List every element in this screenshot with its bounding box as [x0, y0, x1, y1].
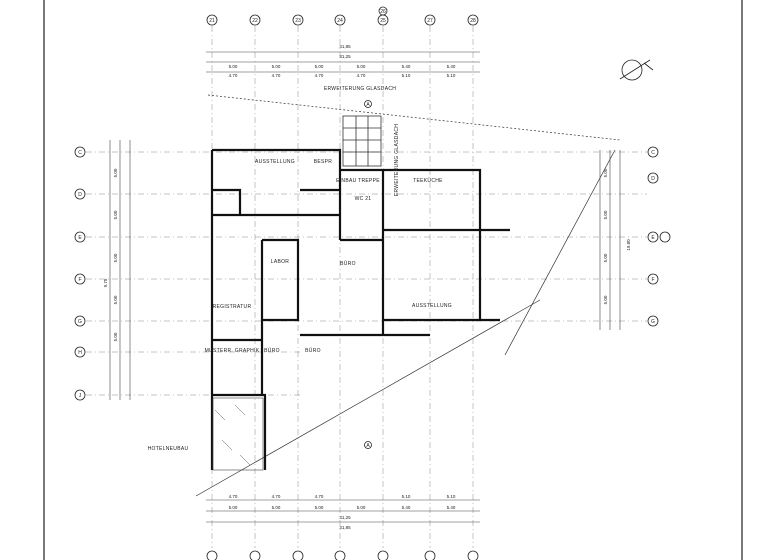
svg-text:5.00: 5.00: [113, 253, 118, 262]
svg-text:9.75: 9.75: [103, 278, 108, 287]
svg-text:19.80: 19.80: [626, 239, 631, 251]
svg-text:5.00: 5.00: [603, 210, 608, 219]
svg-text:5.40: 5.40: [402, 505, 411, 510]
label-ausstellung-top: AUSSTELLUNG: [255, 159, 295, 165]
svg-text:4.70: 4.70: [315, 73, 324, 78]
svg-text:31,25: 31,25: [339, 515, 351, 520]
svg-text:5.00: 5.00: [229, 505, 238, 510]
label-erweiterung-glasdach: ERWEITERUNG GLASDACH: [324, 86, 396, 92]
svg-text:4.70: 4.70: [229, 73, 238, 78]
svg-text:31,25: 31,25: [339, 54, 351, 59]
right-dimensions: 5.00 5.00 5.00 5.00 19.80: [599, 150, 631, 330]
north-arrow-icon: [619, 59, 654, 81]
axis-marker-24: 24: [334, 14, 346, 26]
axis-marker-26: 26: [378, 6, 388, 16]
label-hotelneubau: HOTELNEUBAU: [148, 446, 189, 452]
top-axis-markers: 21 22 23 24 25 26 27 28: [206, 6, 479, 26]
svg-text:D: D: [78, 192, 82, 198]
svg-text:C: C: [651, 150, 655, 156]
axis-marker-23: 23: [292, 14, 304, 26]
hatched-area: [212, 397, 264, 471]
axis-marker-21: 21: [206, 14, 218, 26]
svg-text:28: 28: [470, 18, 476, 24]
label-buero-a: BÜRO: [264, 347, 280, 354]
svg-text:5.00: 5.00: [113, 295, 118, 304]
structural-grid: [86, 26, 647, 548]
svg-text:21: 21: [209, 18, 215, 24]
svg-text:5.00: 5.00: [113, 332, 118, 341]
label-teekueche: TEEKÜCHE: [413, 177, 443, 184]
svg-text:E: E: [651, 235, 655, 241]
svg-text:G: G: [651, 319, 655, 325]
svg-text:5.10: 5.10: [402, 73, 411, 78]
svg-text:26: 26: [380, 9, 386, 15]
section-markers: A A: [364, 100, 372, 449]
svg-text:5.10: 5.10: [447, 494, 456, 499]
axis-marker-25: 25: [377, 14, 389, 26]
axis-marker-28: 28: [467, 14, 479, 26]
building-walls: [210, 115, 510, 470]
label-umbau-treppe: EINBAU TREPPE: [336, 178, 380, 184]
svg-text:H: H: [78, 350, 82, 356]
svg-text:4.70: 4.70: [272, 73, 281, 78]
svg-text:5.00: 5.00: [357, 64, 366, 69]
svg-text:31,85: 31,85: [339, 525, 351, 530]
left-axis-markers: C D E F G H J: [74, 146, 86, 401]
left-dimensions: 5.00 5.00 5.00 5.00 5.00 9.75: [103, 140, 131, 400]
label-ausstellung-main: AUSSTELLUNG: [412, 303, 452, 309]
bottom-dimensions: 4.70 4.70 4.70 5.10 5.10 5.00 5.00 5.00 …: [206, 494, 480, 530]
svg-text:5.00: 5.00: [315, 64, 324, 69]
svg-text:4.70: 4.70: [272, 494, 281, 499]
svg-text:5.10: 5.10: [402, 494, 411, 499]
right-axis-markers: C D E F G: [647, 146, 671, 327]
label-buero-b: BÜRO: [305, 347, 321, 354]
svg-text:25: 25: [380, 18, 386, 24]
svg-text:5.00: 5.00: [272, 505, 281, 510]
svg-text:5.00: 5.00: [315, 505, 324, 510]
label-erweiterung-glasdach-2: ERWEITERUNG GLASDACH: [394, 124, 400, 196]
svg-text:A: A: [366, 102, 370, 108]
svg-text:C: C: [78, 150, 82, 156]
svg-text:4.70: 4.70: [315, 494, 324, 499]
svg-text:5.00: 5.00: [113, 168, 118, 177]
svg-text:5.00: 5.00: [603, 295, 608, 304]
svg-text:5.00: 5.00: [357, 505, 366, 510]
svg-text:5.00: 5.00: [603, 253, 608, 262]
room-labels: AUSSTELLUNG BESPR ERWEITERUNG GLASDACH E…: [148, 86, 452, 452]
svg-text:27: 27: [427, 18, 433, 24]
svg-text:J: J: [79, 393, 82, 399]
svg-text:D: D: [651, 176, 655, 182]
svg-text:23: 23: [295, 18, 301, 24]
label-labor: LABOR: [271, 259, 290, 265]
svg-text:5.00: 5.00: [603, 168, 608, 177]
label-buero-mid: BÜRO: [340, 260, 356, 267]
svg-text:5.40: 5.40: [447, 64, 456, 69]
label-bespr: BESPR: [314, 159, 333, 165]
label-wc: WC 21: [355, 196, 372, 202]
site-boundary: [195, 94, 621, 497]
svg-text:4.70: 4.70: [229, 494, 238, 499]
axis-marker-22: 22: [249, 14, 261, 26]
svg-text:F: F: [78, 277, 81, 283]
top-dimensions: 31,85 31,25 5.00 5.00 5.00 5.00 5.40 5.4…: [206, 44, 480, 78]
svg-text:F: F: [651, 277, 654, 283]
svg-text:4.70: 4.70: [357, 73, 366, 78]
axis-marker-27: 27: [424, 14, 436, 26]
svg-text:5.10: 5.10: [447, 73, 456, 78]
svg-text:E: E: [78, 235, 82, 241]
label-registratur: REGISTRATUR: [213, 304, 252, 310]
svg-text:31,85: 31,85: [339, 44, 351, 49]
svg-text:5.40: 5.40: [402, 64, 411, 69]
svg-text:5.00: 5.00: [229, 64, 238, 69]
bottom-axis-markers: [206, 550, 479, 560]
label-musterr: MUSTERR. GRAPHIK: [205, 348, 260, 354]
svg-text:5.40: 5.40: [447, 505, 456, 510]
svg-text:G: G: [78, 319, 82, 325]
svg-text:24: 24: [337, 18, 343, 24]
svg-text:5.00: 5.00: [113, 210, 118, 219]
svg-text:5.00: 5.00: [272, 64, 281, 69]
svg-text:A: A: [366, 443, 370, 449]
svg-text:22: 22: [252, 18, 258, 24]
